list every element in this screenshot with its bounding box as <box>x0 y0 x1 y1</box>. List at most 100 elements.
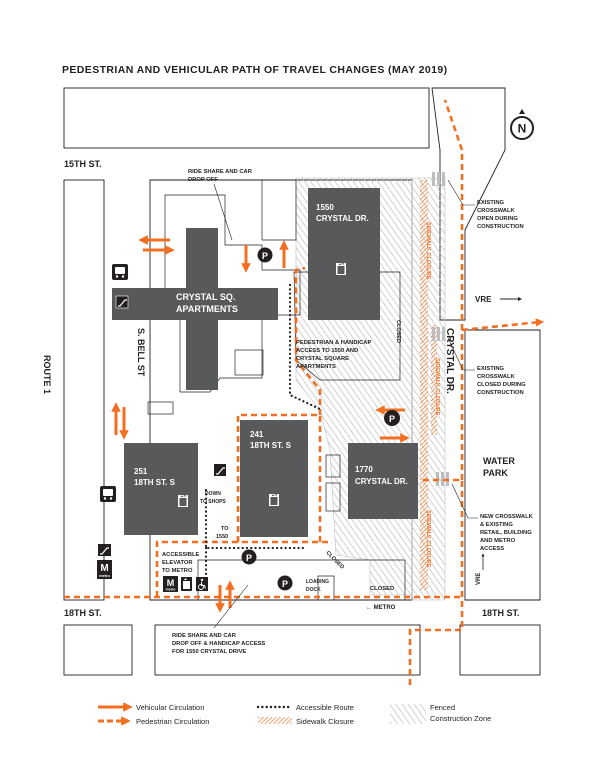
note-new-crosswalk-3: RETAIL, BUILDING <box>480 530 532 536</box>
elevator-icons <box>178 263 346 591</box>
note-crosswalk-closed-4: CONSTRUCTION <box>477 390 524 396</box>
note-loading-2: DOCK <box>306 587 321 593</box>
note-down-shops-1: DOWN <box>205 491 221 497</box>
note-elevator-2: ELEVATOR <box>162 560 193 566</box>
svg-text:N: N <box>518 122 527 136</box>
note-closed-1: CLOSED <box>395 320 401 343</box>
legend-accessible: Accessible Route <box>296 703 354 712</box>
label-1770-2: CRYSTAL DR. <box>355 477 408 486</box>
building-251 <box>124 443 198 535</box>
legend-sidewalk: Sidewalk Closure <box>296 717 354 726</box>
leader-rideshare-bottom <box>213 584 249 629</box>
buildings <box>112 188 418 537</box>
metro-icon: M metro <box>97 560 112 579</box>
label-vre-south: VRE <box>476 573 482 585</box>
map-title: PEDESTRIAN AND VEHICULAR PATH OF TRAVEL … <box>62 64 448 76</box>
svg-text:metro: metro <box>99 574 110 578</box>
sidewalk-closure-label-3: SIDEWALK CLOSURE <box>425 510 431 568</box>
note-crosswalk-open-3: OPEN DURING <box>477 216 518 222</box>
north-compass-icon: N <box>510 109 534 140</box>
elevator-icon <box>336 263 346 275</box>
block-bell-west <box>63 624 133 676</box>
note-crosswalk-closed-1: EXISTING <box>477 366 505 372</box>
note-ped-access-1: PEDESTRIAN & HANDICAP <box>296 340 371 346</box>
label-1550-2: CRYSTAL DR. <box>316 214 369 223</box>
label-apartments-1: CRYSTAL SQ. <box>176 292 235 302</box>
building-241 <box>240 420 308 537</box>
note-new-crosswalk-1: NEW CROSSWALK <box>480 514 534 520</box>
street-15th: 15TH ST. <box>64 159 102 169</box>
note-new-crosswalk-5: ACCESS <box>480 546 504 552</box>
block-nw <box>63 87 430 149</box>
bus-icon <box>112 264 128 280</box>
note-crosswalk-open-2: CROSSWALK <box>477 208 515 214</box>
escalator-icon <box>214 464 226 476</box>
label-vre-east: VRE <box>475 295 492 304</box>
svg-text:P: P <box>389 414 395 424</box>
label-241-1: 241 <box>250 430 264 439</box>
wheelchair-icon <box>196 577 208 591</box>
escalator-icons <box>98 295 226 556</box>
leader-rideshare-top <box>213 183 233 241</box>
block-route1-west <box>63 179 105 601</box>
note-loading-1: LOADING <box>306 579 329 585</box>
note-new-crosswalk-4: AND METRO <box>480 538 516 544</box>
svg-text:P: P <box>282 579 288 589</box>
note-elevator-3: TO METRO <box>162 568 193 574</box>
legend-fenced-1: Fenced <box>430 703 455 712</box>
legend-vehicular: Vehicular Circulation <box>136 703 204 712</box>
escalator-icon <box>98 544 111 556</box>
sidewalk-closure-strips <box>420 180 437 590</box>
block-water-park <box>464 329 541 601</box>
note-crosswalk-open-1: EXISTING <box>477 200 505 206</box>
parking-icon: P <box>277 575 293 591</box>
note-rideshare-top-2: DROP OFF <box>188 177 218 183</box>
label-241-2: 18TH ST. S <box>250 441 292 450</box>
bus-icon <box>100 486 116 502</box>
leader-new-crosswalk <box>451 483 478 519</box>
note-metro-arrow: ← METRO <box>366 605 396 611</box>
leader-crosswalk-open <box>447 179 475 206</box>
note-to1550-1: TO <box>221 526 229 532</box>
svg-text:P: P <box>262 251 268 261</box>
label-apartments-2: APARTMENTS <box>176 304 238 314</box>
parking-icon: P <box>241 549 257 565</box>
building-crystal-sq-apartments <box>112 228 278 390</box>
note-crosswalk-closed-3: CLOSED DURING <box>477 382 526 388</box>
elevator-icon <box>178 495 188 507</box>
street-18th-east: 18TH ST. <box>482 608 520 618</box>
svg-text:metro: metro <box>166 588 176 592</box>
building-1550 <box>308 188 380 320</box>
bus-icons <box>100 264 128 502</box>
sidewalk-closure-label-1: SIDEWALK CLOSURE <box>425 222 431 280</box>
note-ped-access-4: APARTMENTS <box>296 364 336 370</box>
street-18th-west: 18TH ST. <box>64 608 102 618</box>
street-bell: S. BELL ST <box>136 328 146 377</box>
legend-fenced-2: Construction Zone <box>430 714 491 723</box>
note-closed-3: CLOSED <box>370 586 394 592</box>
street-route-1: ROUTE 1 <box>42 355 52 394</box>
note-down-shops-2: TO SHOPS <box>200 499 226 505</box>
label-water: WATER <box>483 456 515 466</box>
building-1770 <box>348 443 418 519</box>
label-251-2: 18TH ST. S <box>134 478 176 487</box>
vehicular-circulation <box>111 235 410 613</box>
note-ped-access-2: ACCESS TO 1550 AND <box>296 348 358 354</box>
block-south-east <box>459 624 541 676</box>
label-park: PARK <box>483 468 508 478</box>
street-crystal: CRYSTAL DR. <box>444 328 455 394</box>
label-1770-1: 1770 <box>355 465 373 474</box>
note-rideshare-bottom-3: FOR 1550 CRYSTAL DRIVE <box>172 649 246 655</box>
note-crosswalk-closed-2: CROSSWALK <box>477 374 515 380</box>
legend-pedestrian: Pedestrian Circulation <box>136 717 209 726</box>
svg-text:P: P <box>246 553 252 563</box>
escalator-icon <box>115 295 129 309</box>
leader-crosswalk-closed <box>447 337 475 371</box>
svg-text:M: M <box>167 578 175 588</box>
elevator-icon <box>181 577 192 591</box>
note-to1550-2: 1550 <box>216 534 228 540</box>
label-251-1: 251 <box>134 467 148 476</box>
note-rideshare-bottom-2: DROP OFF & HANDICAP ACCESS <box>172 641 265 647</box>
parking-icon: P <box>257 247 273 263</box>
